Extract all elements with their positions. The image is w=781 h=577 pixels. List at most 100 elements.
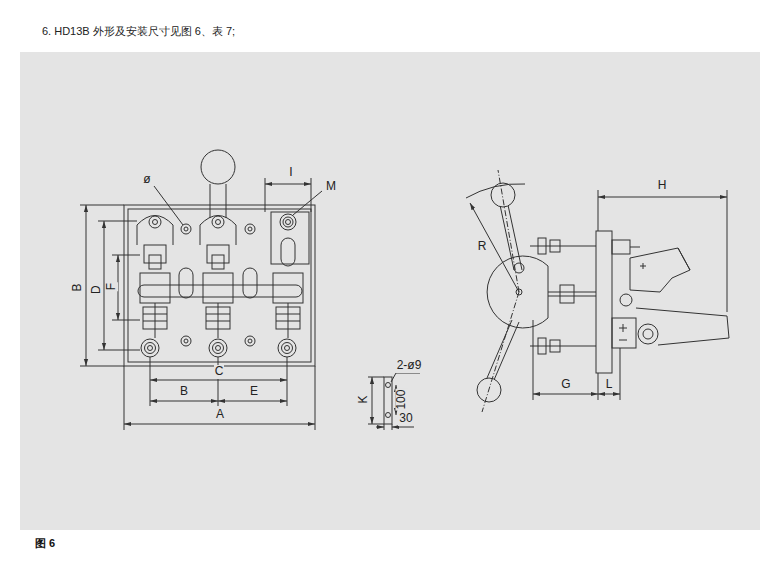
drawing-stroke — [727, 190, 728, 312]
drawing-stroke — [206, 321, 230, 322]
drawing-stroke — [181, 224, 191, 234]
drawing-stroke — [643, 263, 644, 269]
drawing-stroke — [596, 231, 612, 373]
drawing-stroke — [386, 383, 391, 388]
mounting-detail — [368, 373, 420, 430]
drawing-stroke — [612, 318, 636, 348]
drawing-stroke — [179, 268, 193, 298]
dimension-label: L — [605, 378, 614, 391]
dimension-label: B — [179, 385, 189, 398]
dimension-label: R — [477, 240, 488, 253]
drawing-stroke — [283, 217, 293, 227]
drawing-stroke — [470, 203, 519, 292]
drawing-stroke — [287, 357, 288, 406]
drawing-stroke — [282, 343, 293, 354]
drawing-stroke — [86, 205, 87, 366]
drawing-stroke — [533, 394, 598, 395]
drawing-stroke — [153, 220, 158, 225]
drawing-stroke — [140, 273, 170, 303]
drawing-stroke — [141, 339, 159, 357]
drawing-stroke — [206, 314, 230, 315]
drawing-stroke — [500, 205, 514, 270]
drawing-stroke — [281, 238, 295, 266]
drawing-stroke — [560, 285, 574, 303]
drawing-stroke — [184, 227, 188, 231]
drawing-stroke — [514, 263, 524, 273]
drawing-stroke — [216, 220, 221, 225]
drawing-stroke — [207, 245, 229, 263]
drawing-stroke — [598, 190, 599, 231]
drawing-stroke — [137, 216, 173, 358]
drawing-stroke — [143, 321, 167, 322]
drawing-stroke — [392, 427, 414, 428]
drawing-stroke — [144, 245, 166, 263]
drawing-stroke — [149, 216, 161, 228]
drawing-stroke — [218, 357, 219, 406]
drawing-stroke — [494, 322, 519, 380]
drawing-stroke — [550, 240, 560, 252]
drawing-stroke — [112, 320, 140, 321]
drawing-stroke — [124, 424, 315, 425]
drawing-stroke — [550, 340, 560, 352]
drawing-stroke — [276, 314, 300, 315]
dimension-label: F — [105, 282, 118, 291]
drawing-stroke — [286, 220, 291, 225]
drawing-stroke — [138, 285, 302, 297]
drawing-stroke — [80, 205, 124, 206]
drawing-stroke — [487, 320, 512, 378]
drawing-stroke — [216, 346, 221, 351]
figure-title: 6. HD13B 外形及安装尺寸见图 6、表 7; — [42, 24, 235, 39]
dimension-label: 100 — [395, 389, 408, 411]
drawing-stroke — [376, 427, 384, 428]
drawing-stroke — [391, 373, 396, 382]
drawing-stroke — [80, 366, 124, 367]
drawing-stroke — [276, 307, 300, 329]
drawing-stroke — [620, 294, 632, 306]
drawing-stroke — [213, 343, 224, 354]
drawing-stroke — [248, 227, 252, 231]
drawing-stroke — [212, 255, 224, 269]
drawing-stroke — [285, 346, 290, 351]
dimension-label: B — [71, 283, 84, 293]
drawing-stroke — [149, 255, 161, 269]
drawing-stroke — [148, 346, 153, 351]
dimension-label: M — [325, 180, 337, 193]
drawing-stroke — [630, 247, 640, 248]
dimension-label: I — [288, 166, 293, 179]
drawing-stroke — [538, 238, 546, 254]
drawing-stroke — [482, 292, 519, 412]
drawing-stroke — [638, 324, 658, 344]
drawing-stroke — [315, 366, 316, 430]
drawing-stroke — [209, 339, 227, 357]
side-view — [466, 170, 729, 412]
drawing-stroke — [112, 255, 140, 256]
drawing-stroke — [293, 191, 322, 215]
drawing-stroke — [245, 336, 255, 346]
drawing-stroke — [548, 292, 596, 293]
drawing-stroke — [598, 373, 599, 400]
dimension-label: A — [215, 408, 225, 421]
drawing-stroke — [218, 401, 287, 402]
drawing-stroke — [396, 373, 420, 374]
drawing-stroke — [150, 380, 287, 381]
drawing-stroke — [243, 268, 257, 298]
drawing-stroke — [184, 339, 188, 343]
dimension-label: 30 — [398, 412, 413, 425]
drawing-stroke — [265, 178, 266, 212]
dimension-label: C — [214, 365, 225, 378]
drawing-stroke — [623, 324, 624, 332]
drawing-stroke — [276, 321, 300, 322]
drawing-stroke — [200, 216, 236, 358]
drawing-stroke — [226, 184, 227, 218]
drawing-stroke — [386, 413, 391, 418]
drawing-stroke — [200, 216, 236, 246]
drawing-stroke — [466, 184, 525, 198]
drawing-stroke — [612, 240, 630, 254]
drawing-stroke — [530, 346, 596, 347]
drawing-stroke — [678, 248, 690, 270]
front-view — [80, 150, 322, 430]
drawing-stroke — [143, 314, 167, 315]
drawing-stroke — [619, 340, 627, 341]
drawing-stroke — [150, 357, 151, 406]
dimension-label: D — [89, 285, 102, 296]
